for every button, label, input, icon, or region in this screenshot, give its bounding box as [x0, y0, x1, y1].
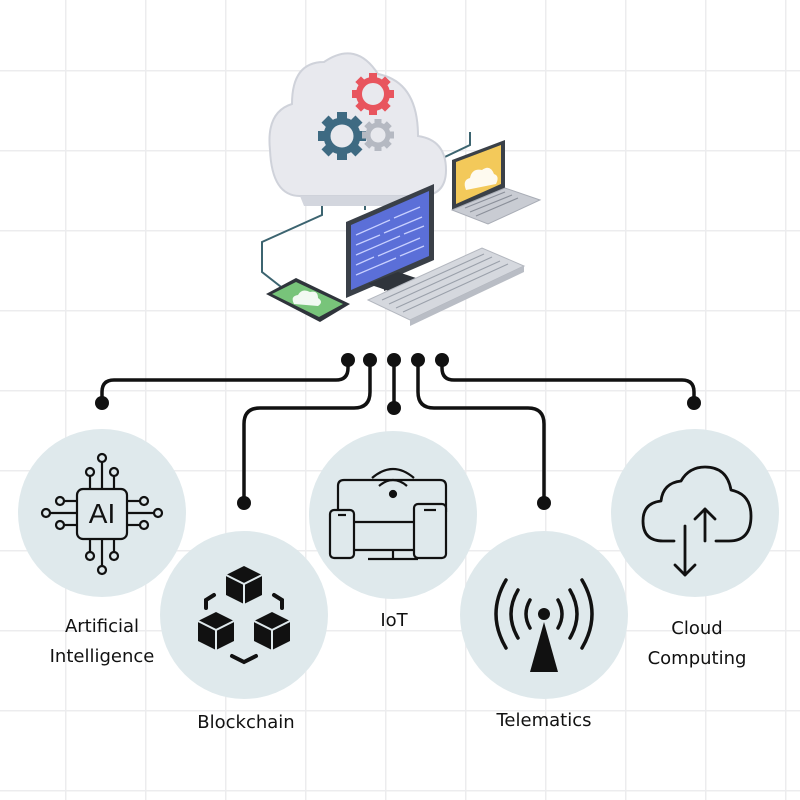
ai-chip-text: AI — [89, 498, 115, 529]
iot-devices-icon — [328, 467, 448, 561]
cloud-computing-circle — [611, 429, 779, 597]
connector-telematics — [416, 358, 546, 505]
signal-tower-icon — [494, 578, 594, 672]
label-line: Intelligence — [49, 646, 155, 667]
label-line: Artificial — [64, 616, 140, 637]
laptop-icon — [450, 140, 542, 225]
connector-lines — [100, 358, 696, 505]
label-iot: IoT — [294, 606, 494, 636]
label-line: Blockchain — [197, 712, 295, 733]
blockchain-circle — [160, 531, 328, 699]
cloud-sync-icon — [641, 465, 753, 577]
label-blockchain: Blockchain — [146, 708, 346, 738]
label-line: Telematics — [496, 710, 592, 731]
monitor-icon — [346, 184, 434, 298]
label-cloud-computing: Cloud Computing — [597, 614, 797, 674]
gear-grey — [362, 119, 394, 151]
connector-blockchain — [242, 358, 372, 505]
keyboard-icon — [366, 247, 526, 326]
ai-chip-icon — [40, 452, 164, 576]
connector-ai — [100, 358, 350, 405]
tablet-icon — [266, 278, 350, 322]
label-line: Cloud — [671, 618, 723, 639]
label-artificial-intelligence: Artificial Intelligence — [2, 612, 202, 672]
label-line: Computing — [647, 648, 747, 669]
hub-illustration — [261, 52, 542, 326]
connector-dots — [95, 353, 701, 510]
label-telematics: Telematics — [444, 706, 644, 736]
gear-blue — [318, 112, 366, 160]
connector-cloud — [440, 358, 696, 405]
label-line: IoT — [380, 610, 408, 631]
ai-circle — [18, 429, 186, 597]
cloud-gears-icon — [268, 52, 448, 206]
blockchain-cubes-icon — [197, 566, 291, 665]
